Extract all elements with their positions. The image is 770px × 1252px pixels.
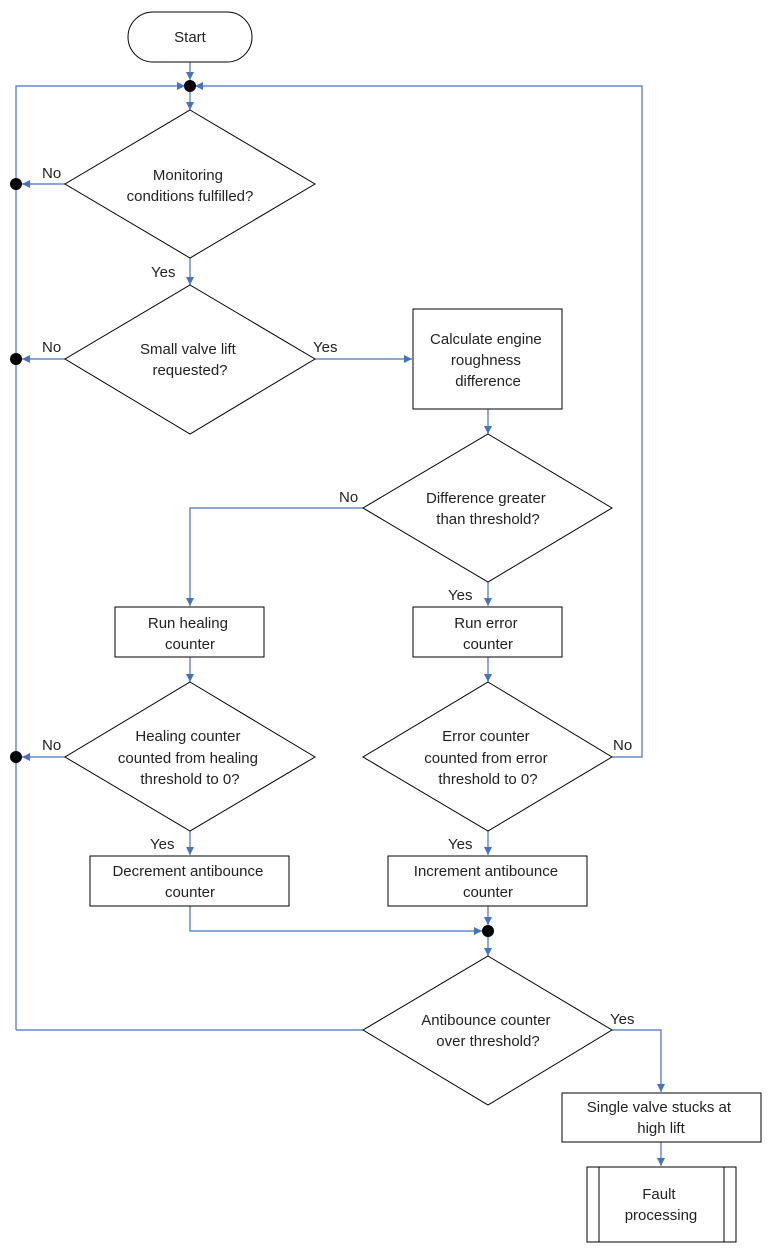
edge-label-diff-no: No (339, 489, 358, 506)
single-valve-label: Single valve stucks at high lift (587, 1099, 735, 1137)
connectors (15, 62, 665, 1166)
edge-label-error-no: No (613, 737, 632, 754)
small-lift-label: Small valve lift requested? (140, 341, 240, 379)
run-healing-label: Run healing counter (148, 615, 232, 653)
junction-left-monitoring (10, 178, 22, 190)
edge-labels: No Yes No Yes No Yes No Yes No Yes Yes (42, 165, 634, 1028)
flow-error-no-return (195, 82, 643, 758)
decrement-label: Decrement antibounce counter (112, 863, 267, 901)
edge-label-antibounce-yes: Yes (610, 1011, 634, 1028)
single-valve-box (561, 1092, 762, 1143)
edge-label-monitoring-yes: Yes (151, 264, 175, 281)
diff-threshold-decision (362, 433, 613, 583)
run-error-box (412, 606, 563, 658)
monitoring-decision (64, 109, 316, 259)
small-lift-decision (64, 284, 316, 435)
antibounce-label: Antibounce counter over threshold? (421, 1012, 554, 1050)
junction-antibounce (482, 925, 494, 937)
error-zero-label: Error counter counted from error thresho… (424, 728, 552, 788)
healing-zero-decision (64, 681, 316, 832)
edge-label-error-yes: Yes (448, 836, 472, 853)
shapes (64, 11, 762, 1243)
increment-label: Increment antibounce counter (414, 863, 562, 901)
junction-dots (10, 80, 494, 937)
error-zero-decision (362, 681, 613, 832)
antibounce-decision (362, 955, 613, 1106)
start-label: Start (174, 29, 207, 46)
edge-label-healing-no: No (42, 737, 61, 754)
edge-label-small-lift-no: No (42, 339, 61, 356)
junction-left-healing (10, 751, 22, 763)
calc-roughness-box (412, 308, 563, 410)
edge-label-diff-yes: Yes (448, 587, 472, 604)
flow-decrement-to-junction (189, 906, 482, 935)
junction-top (184, 80, 196, 92)
flow-diff-no (186, 507, 363, 606)
run-error-label: Run error counter (454, 615, 522, 653)
fault-label: Fault processing (625, 1186, 698, 1224)
calc-roughness-label: Calculate engine roughness difference (430, 331, 546, 390)
junction-left-small-lift (10, 353, 22, 365)
fault-process-box (586, 1166, 737, 1243)
flow-left-return-line (15, 82, 185, 1030)
run-healing-box (114, 606, 265, 658)
edge-label-monitoring-no: No (42, 165, 61, 182)
monitoring-label: Monitoring conditions fulfilled? (127, 167, 254, 205)
edge-label-healing-yes: Yes (150, 836, 174, 853)
flow-antibounce-yes (612, 1029, 665, 1092)
decrement-box (89, 855, 290, 907)
increment-box (387, 855, 588, 907)
healing-zero-label: Healing counter counted from healing thr… (118, 728, 262, 788)
node-labels: Start Monitoring conditions fulfilled? S… (112, 29, 735, 1224)
diff-threshold-label: Difference greater than threshold? (426, 490, 550, 528)
start-terminator (127, 11, 253, 63)
edge-label-small-lift-yes: Yes (313, 339, 337, 356)
